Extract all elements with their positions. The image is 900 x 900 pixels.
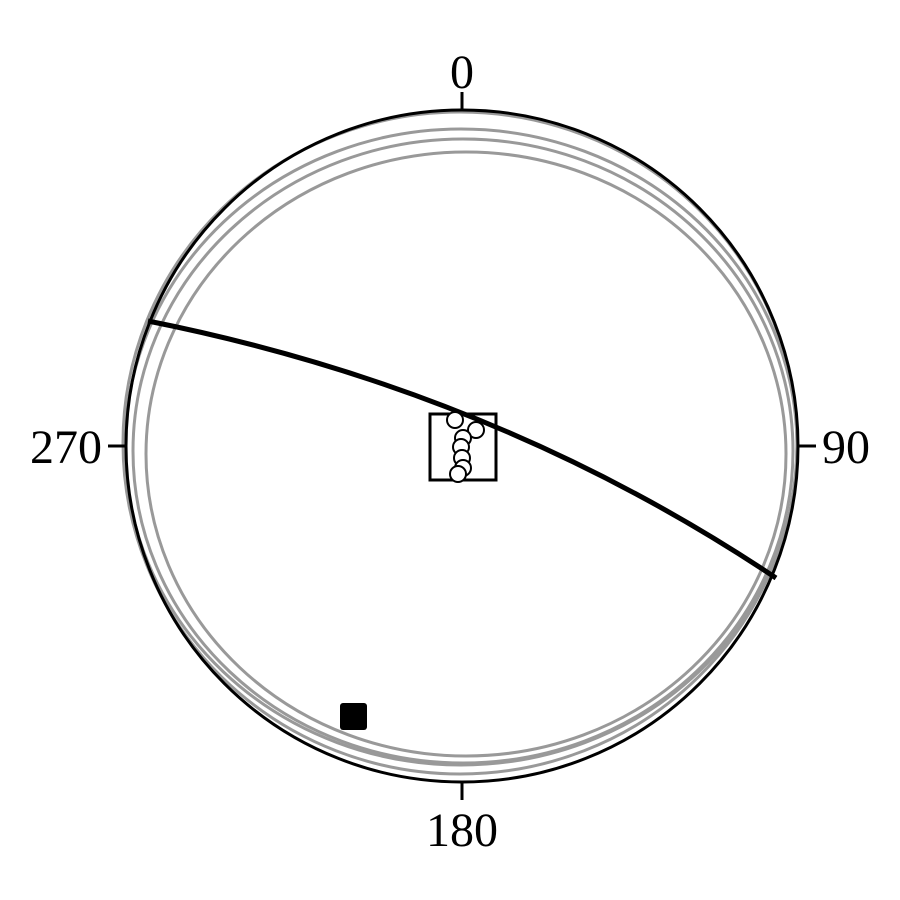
label-west: 270 [30,421,102,474]
tick-marks [108,92,816,800]
great-circle [144,150,788,758]
pole-point [446,411,464,429]
pole-point [467,421,485,439]
great-circles-group [121,110,799,776]
label-east: 90 [822,421,870,474]
pole-circles [446,411,485,483]
label-north: 0 [450,46,474,99]
label-south: 180 [426,804,498,857]
plane-pole-square [340,703,367,730]
pole-point [449,465,467,483]
great-circle [131,137,795,765]
main-great-circle [147,318,778,581]
